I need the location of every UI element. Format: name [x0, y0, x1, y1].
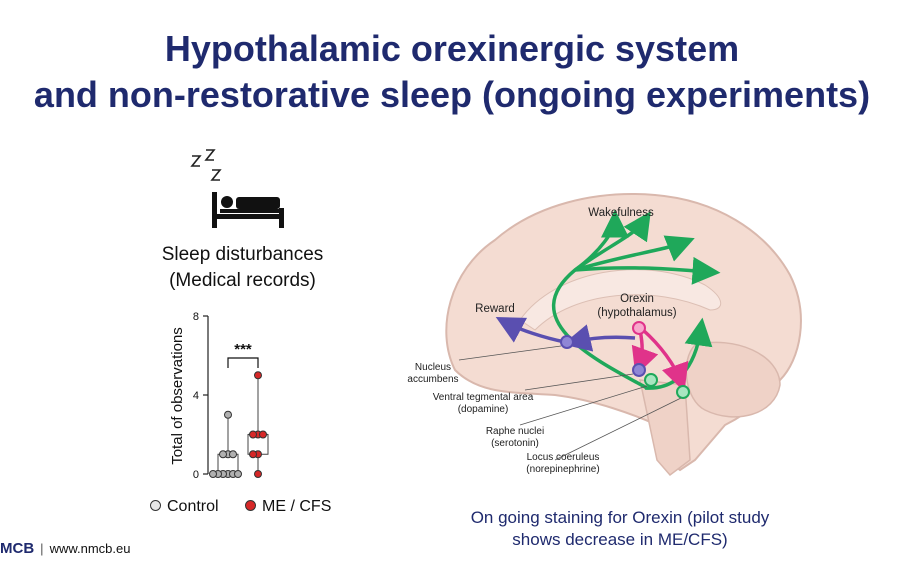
- y-tick-label-4: 4: [193, 390, 199, 402]
- hypothalamus-label: (hypothalamus): [597, 307, 676, 319]
- title-line-2: and non-restorative sleep (ongoing exper…: [33, 74, 871, 115]
- sleeping-in-bed-icon: [212, 192, 284, 228]
- sleep-disturbances-label: Sleep disturbances (Medical records): [130, 242, 355, 294]
- vta-label-2: (dopamine): [458, 404, 509, 415]
- data-point-1-6: [254, 371, 262, 380]
- significance-bracket: [227, 357, 259, 368]
- raphe-node: [644, 373, 658, 387]
- data-point-0-9: [224, 410, 232, 419]
- caption-line-1: On going staining for Orexin (pilot stud…: [470, 508, 770, 527]
- significance-stars: ***: [234, 341, 252, 358]
- footer-separator: |: [40, 541, 44, 556]
- raphe-label-2: (serotonin): [491, 438, 539, 449]
- wakefulness-label: Wakefulness: [588, 207, 654, 219]
- y-tick-label-8: 8: [193, 311, 199, 323]
- vta-label-1: Ventral tegmental area: [433, 392, 534, 403]
- data-point-1-2: [249, 450, 257, 459]
- brain-orexin-diagram: Wakefulness Reward Orexin (hypothalamus)…: [407, 193, 802, 477]
- data-point-1-4: [249, 430, 257, 439]
- y-axis-label: Total of observations: [169, 327, 186, 465]
- mcb-logo: MCB: [0, 540, 35, 557]
- data-point-0-5: [209, 470, 217, 478]
- control-marker-icon: [150, 500, 161, 512]
- data-point-0-4: [234, 470, 242, 478]
- orexin-label: Orexin: [620, 293, 654, 305]
- page-title: Hypothalamic orexinergic system and non-…: [0, 26, 904, 118]
- legend-control-label: Control: [167, 498, 219, 515]
- reward-pathways: [495, 317, 636, 352]
- data-point-1-0: [254, 470, 262, 478]
- locus-coeruleus-node: [676, 385, 690, 399]
- locus-label-2: (norepinephrine): [526, 464, 599, 475]
- nucleus-accumbens-node: [560, 335, 574, 349]
- chart-legend: Control ME / CFS: [150, 498, 353, 516]
- nucleus-accumbens-label-2: accumbens: [407, 374, 458, 385]
- caption-line-2: shows decrease in ME/CFS): [512, 530, 728, 549]
- data-point-0-7: [219, 450, 227, 459]
- title-line-1: Hypothalamic orexinergic system: [164, 28, 740, 69]
- corpus-callosum: [519, 269, 722, 331]
- footer-url-link[interactable]: www.nmcb.eu: [49, 541, 131, 556]
- wakefulness-pathways: [551, 209, 721, 390]
- footer: MCB | www.nmcb.eu: [0, 540, 130, 557]
- reward-label: Reward: [475, 303, 515, 315]
- legend-mecfs-label: ME / CFS: [262, 498, 332, 515]
- sleep-label-line-1: Sleep disturbances: [161, 244, 324, 265]
- sleep-label-line-2: (Medical records): [169, 270, 316, 291]
- locus-label-1: Locus coeruleus: [527, 452, 600, 463]
- raphe-label-1: Raphe nuclei: [486, 426, 544, 437]
- label-leader-lines: [458, 345, 682, 461]
- orexin-node: [632, 321, 646, 335]
- orexin-caption: On going staining for Orexin (pilot stud…: [400, 507, 840, 551]
- data-point-1-5: [259, 430, 267, 439]
- legend-item-mecfs: ME / CFS: [245, 498, 331, 515]
- mecfs-marker-icon: [245, 500, 257, 512]
- legend-item-control: Control: [150, 498, 219, 515]
- observations-chart: Total of observations 0 4 8 ***: [169, 311, 269, 481]
- vta-node: [632, 363, 646, 377]
- data-point-0-8: [229, 450, 237, 459]
- y-tick-label-0: 0: [193, 469, 199, 481]
- zzz-icon: [190, 149, 222, 181]
- nucleus-accumbens-label-1: Nucleus: [415, 362, 451, 373]
